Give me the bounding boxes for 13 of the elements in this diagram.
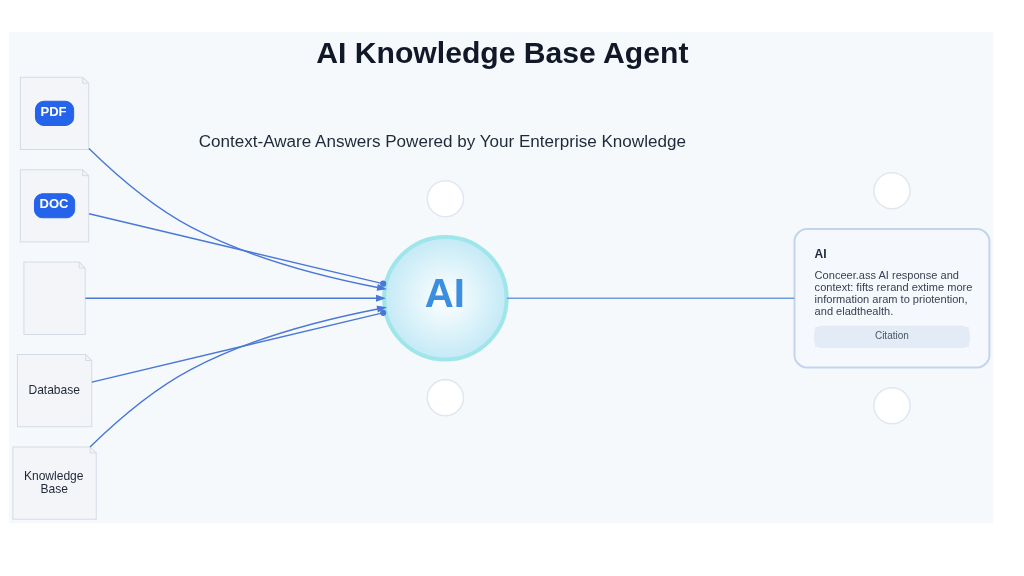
- diagram-title: AI Knowledge Base Agent: [316, 35, 689, 69]
- node-circle: [426, 179, 465, 218]
- node-circle: [873, 386, 911, 425]
- arrow: [84, 294, 386, 302]
- arrow: [89, 305, 387, 448]
- label: Context-Aware Answers Powered by Your Enterprise Knowledge: [198, 131, 686, 151]
- connector: [91, 309, 387, 383]
- connector: [88, 212, 387, 287]
- connector: [506, 297, 796, 299]
- node-box: AI Conceer.ass AI response and context: fifts rerand extime more information aram to priotention, and eladthealth. Citation: [793, 227, 991, 369]
- node-circle: [426, 378, 465, 417]
- node-circle: [873, 171, 911, 210]
- arrow: [88, 147, 387, 291]
